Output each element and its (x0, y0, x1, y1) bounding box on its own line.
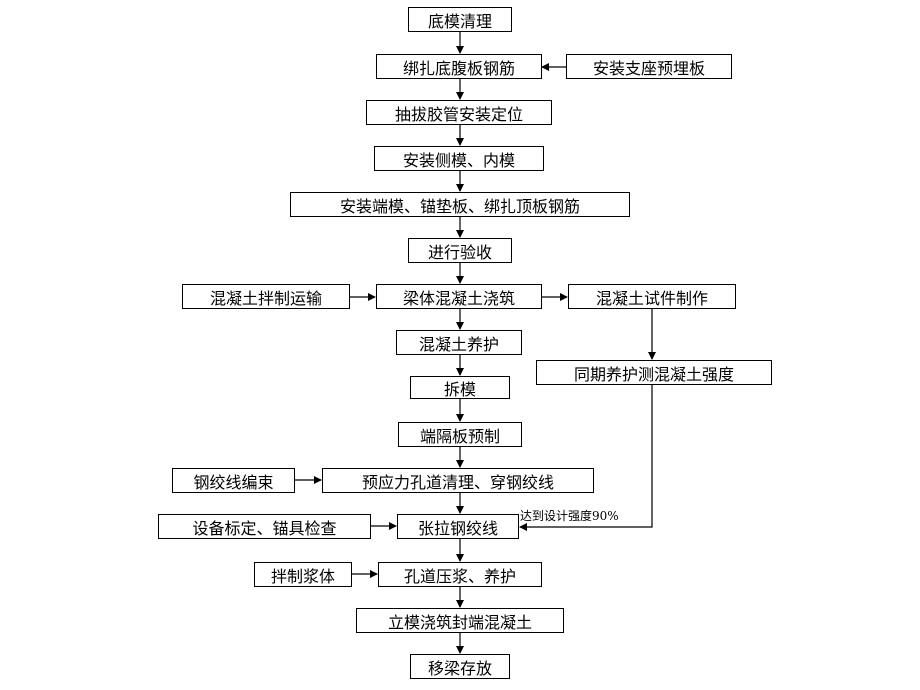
step-demold: 拆模 (410, 376, 510, 399)
step-concrete-mixing-transport: 混凝土拌制运输 (182, 284, 350, 309)
step-strand-bundling: 钢绞线编束 (172, 468, 295, 493)
step-concrete-curing: 混凝土养护 (396, 330, 522, 355)
step-bottom-mold-clean: 底模清理 (408, 7, 512, 32)
step-install-side-inner-mold: 安装侧模、内模 (374, 146, 544, 171)
step-install-end-mold-top-rebar: 安装端模、锚垫板、绑扎顶板钢筋 (290, 192, 630, 217)
step-position-rubber-tube: 抽拔胶管安装定位 (366, 100, 552, 125)
step-seal-end-concrete: 立模浇筑封端混凝土 (356, 608, 564, 633)
step-move-store-beam: 移梁存放 (410, 654, 510, 679)
step-same-condition-strength-test: 同期养护测混凝土强度 (536, 360, 772, 385)
strength-condition-note: 达到设计强度90% (520, 509, 619, 523)
step-beam-concrete-pour: 梁体混凝土浇筑 (376, 284, 542, 309)
step-mix-grout: 拌制浆体 (254, 562, 352, 587)
step-duct-grouting-curing: 孔道压浆、养护 (378, 562, 542, 587)
step-tie-bottom-web-rebar: 绑扎底腹板钢筋 (376, 54, 542, 79)
step-end-diaphragm-precast: 端隔板预制 (398, 422, 522, 447)
step-install-bearing-plate: 安装支座预埋板 (566, 54, 732, 79)
step-equipment-calibration: 设备标定、锚具检查 (158, 514, 371, 539)
step-inspection: 进行验收 (408, 238, 512, 263)
arrow-s8right-s12 (519, 385, 653, 531)
step-duct-clean-thread-strand: 预应力孔道清理、穿钢绞线 (322, 468, 594, 493)
step-tension-strand: 张拉钢绞线 (397, 514, 519, 539)
step-concrete-specimen: 混凝土试件制作 (568, 284, 736, 309)
